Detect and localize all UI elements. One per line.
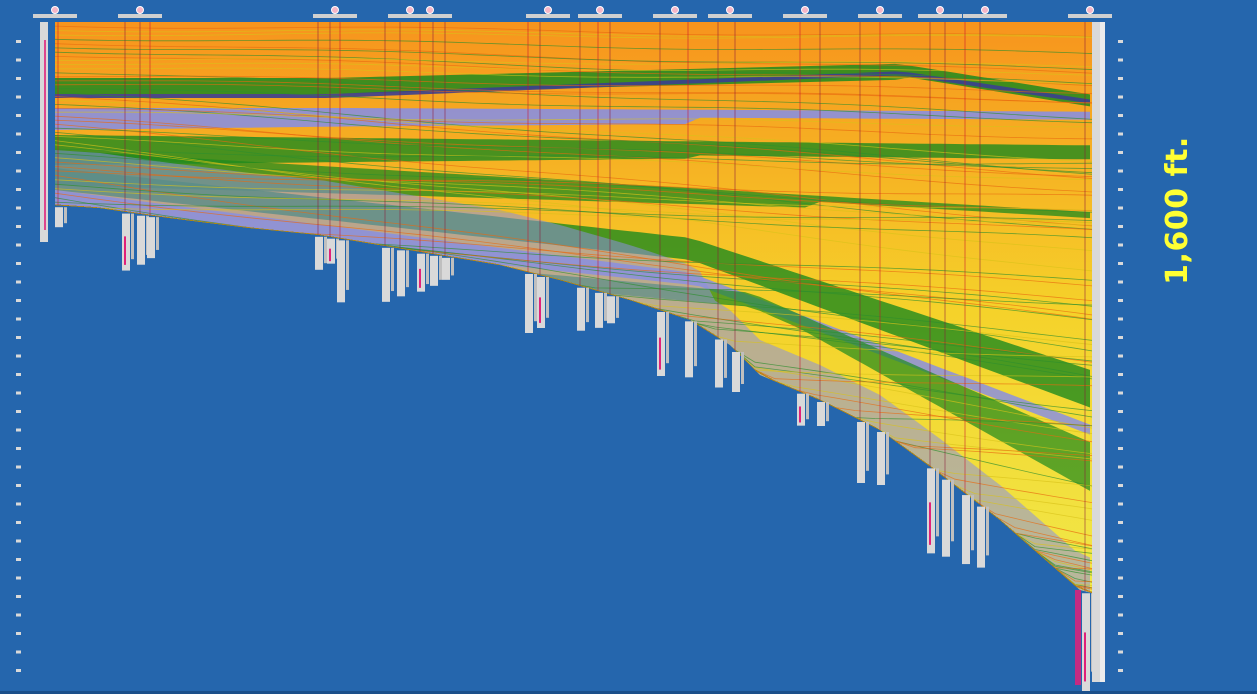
well-logs: [55, 207, 1094, 692]
right-depth-ruler: [1118, 40, 1123, 672]
bottom-rule: [0, 691, 1257, 694]
well-headers: [33, 6, 1112, 18]
left-depth-ruler: [16, 40, 21, 672]
section-body: [55, 22, 1100, 595]
right-edge-log: [1092, 22, 1100, 682]
scale-label-text: 1,600 ft.: [1159, 135, 1195, 285]
scale-label: 1,600 ft.: [1157, 110, 1197, 310]
